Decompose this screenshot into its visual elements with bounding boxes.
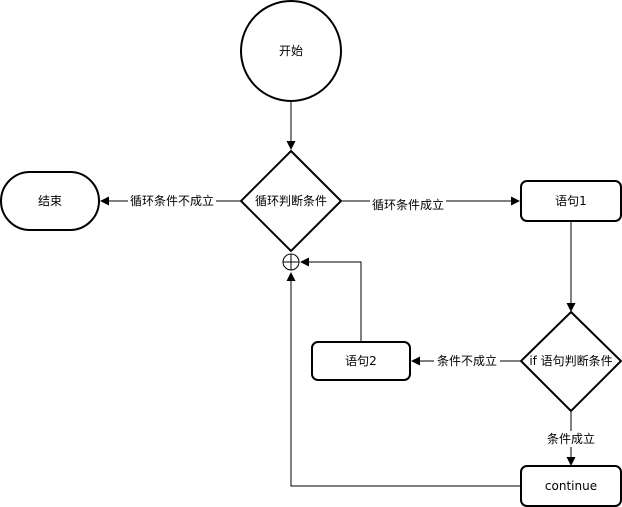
if-true-label: 条件成立 bbox=[547, 431, 595, 446]
if-condition-label: if 语句判断条件 bbox=[529, 353, 612, 368]
if-condition-node: if 语句判断条件 bbox=[519, 310, 622, 413]
edge-continue-to-junction bbox=[286, 272, 521, 487]
statement2-node: 语句2 bbox=[311, 341, 411, 381]
end-node: 结束 bbox=[0, 171, 100, 231]
loop-condition-node: 循环判断条件 bbox=[239, 149, 343, 253]
edge-statement2-to-junction bbox=[300, 257, 362, 342]
edge-label-loop-false: 循环条件不成立 bbox=[128, 193, 216, 209]
start-node-label: 开始 bbox=[279, 44, 303, 58]
edge-statement1-to-if-condition bbox=[566, 222, 576, 312]
start-node: 开始 bbox=[240, 0, 342, 102]
continue-node: continue bbox=[520, 465, 622, 507]
end-node-label: 结束 bbox=[38, 194, 62, 208]
edge-label-if-true: 条件成立 bbox=[545, 431, 597, 447]
statement2-label: 语句2 bbox=[345, 354, 377, 368]
continue-label: continue bbox=[545, 479, 597, 493]
junction-symbol bbox=[282, 253, 300, 271]
edge-start-to-loop-condition bbox=[286, 101, 296, 150]
statement1-node: 语句1 bbox=[520, 180, 622, 222]
statement1-label: 语句1 bbox=[555, 194, 587, 208]
edge-label-loop-true: 循环条件成立 bbox=[370, 197, 446, 213]
edge-label-if-false: 条件不成立 bbox=[434, 353, 500, 369]
loop-false-label: 循环条件不成立 bbox=[130, 193, 214, 208]
loop-condition-label: 循环判断条件 bbox=[255, 193, 327, 208]
if-false-label: 条件不成立 bbox=[437, 353, 497, 368]
loop-true-label: 循环条件成立 bbox=[372, 197, 444, 212]
